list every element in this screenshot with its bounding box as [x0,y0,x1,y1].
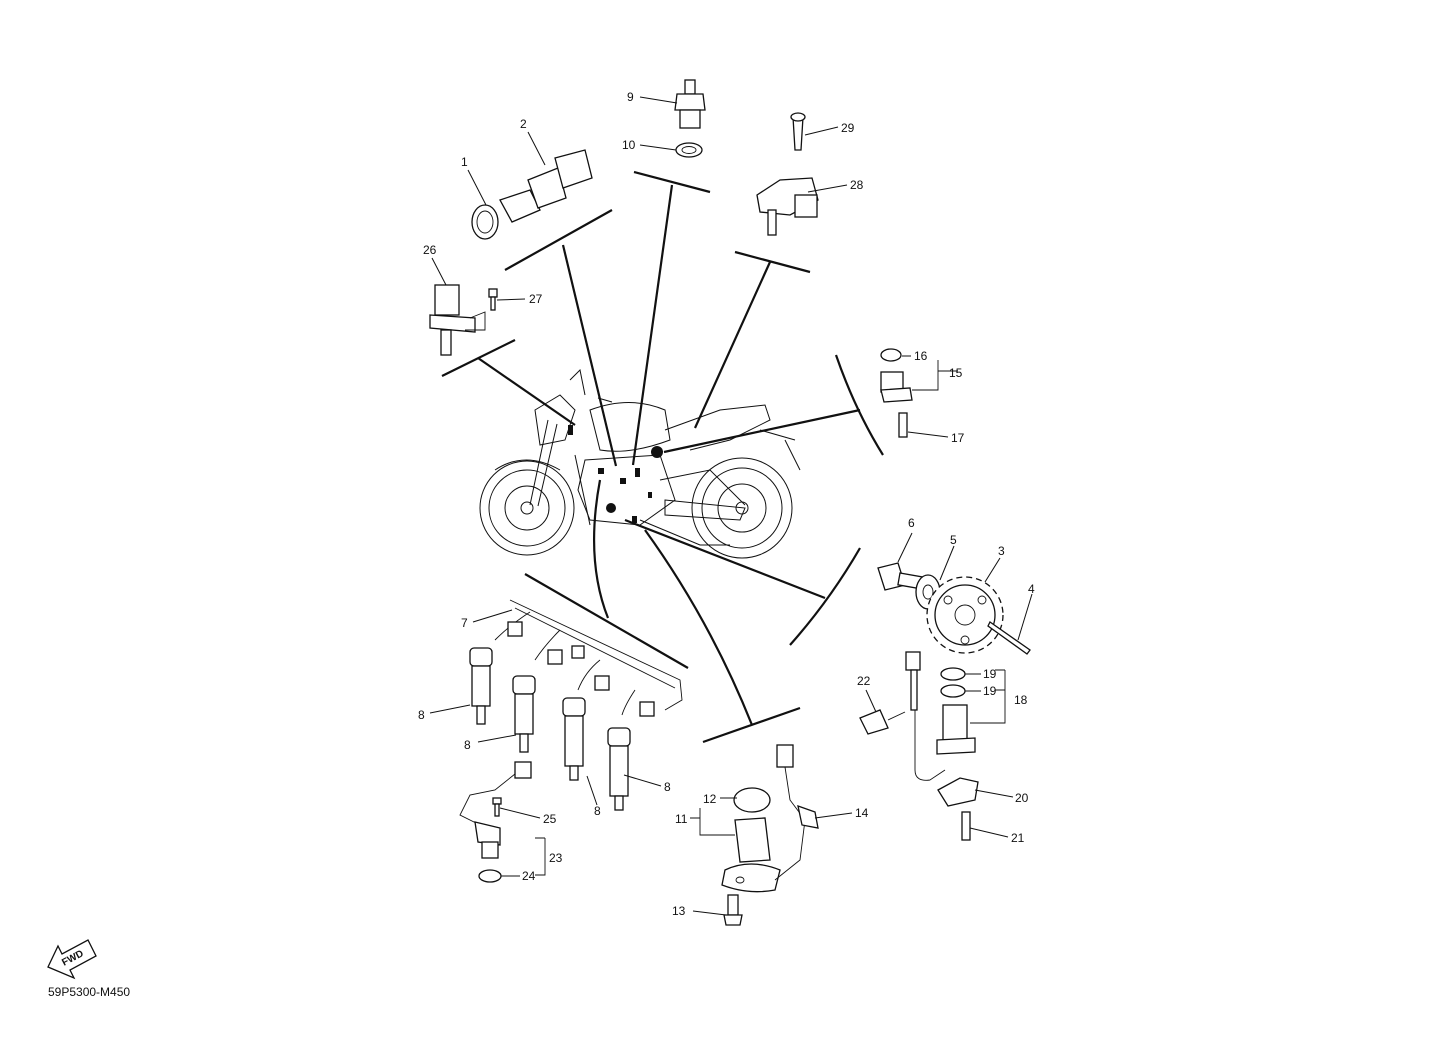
diagram-code: 59P5300-M450 [48,985,130,999]
label-29: 29 [841,121,855,135]
label-11: 11 [675,812,688,826]
label-7: 7 [461,616,468,630]
label-17: 17 [951,431,965,445]
label-3: 3 [998,544,1005,558]
motorcycle-illustration [479,368,801,559]
label-28: 28 [850,178,864,192]
fwd-arrow-icon: FWD [47,939,97,980]
part-11-pickup [699,744,819,926]
part-15-sensor [880,348,939,438]
label-19a: 19 [983,667,997,681]
label-9: 9 [627,90,634,104]
label-24: 24 [522,869,536,883]
label-6: 6 [908,516,915,530]
label-19b: 19 [983,684,997,698]
label-16: 16 [914,349,928,363]
label-14: 14 [855,806,869,820]
label-23: 23 [549,851,563,865]
part-labels: 1 2 3 4 5 6 7 8 8 8 8 9 10 11 12 13 14 1… [418,90,1035,918]
label-8b: 8 [464,738,471,752]
label-27: 27 [529,292,543,306]
label-22: 22 [857,674,871,688]
part-7-harness [494,599,683,717]
label-15: 15 [949,366,963,380]
label-26: 26 [423,243,437,257]
label-8a: 8 [418,708,425,722]
group-dividers [441,170,884,744]
part-3-sprocket [877,562,1031,655]
part-18-sensor [859,651,1006,841]
label-20: 20 [1015,791,1029,805]
label-18: 18 [1014,693,1028,707]
label-5: 5 [950,533,957,547]
label-10: 10 [622,138,636,152]
part-9-switch [674,79,706,158]
callout-leaders [429,96,1033,916]
label-1: 1 [461,155,468,169]
label-8c: 8 [594,804,601,818]
label-21: 21 [1011,831,1025,845]
part-28-sensor [756,112,819,236]
label-2: 2 [520,117,527,131]
label-4: 4 [1028,582,1035,596]
label-13: 13 [672,904,686,918]
part-8-coils [469,647,631,811]
part-2-sensor [471,149,593,240]
label-8d: 8 [664,780,671,794]
part-26-sensor [429,284,498,356]
part-23-sensor [459,761,546,883]
label-25: 25 [543,812,557,826]
label-12: 12 [703,792,717,806]
